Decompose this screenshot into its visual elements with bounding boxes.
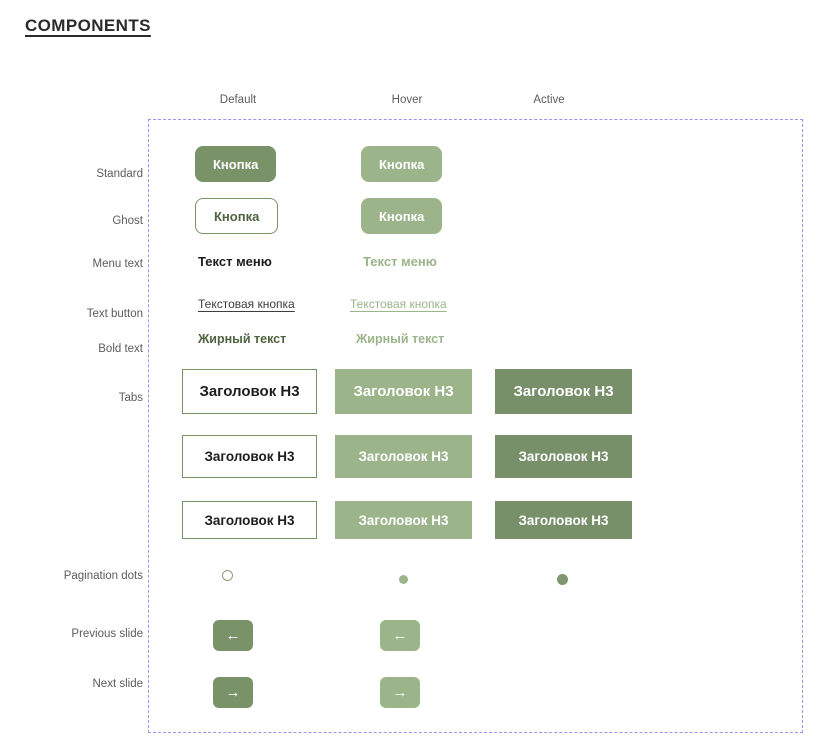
standard-button-default[interactable]: Кнопка: [195, 146, 277, 182]
standard-button-hover[interactable]: Кнопка: [361, 146, 443, 182]
ghost-button-default[interactable]: Кнопка: [195, 198, 279, 234]
bold-text-default: Жирный текст: [198, 332, 287, 346]
pagination-dot-active[interactable]: [557, 574, 568, 585]
component-guide-region: [148, 119, 803, 733]
row-label-column: Standard Ghost Menu text Text button Bol…: [0, 0, 143, 745]
menu-text-default[interactable]: Текст меню: [198, 254, 272, 269]
pagination-dot-default[interactable]: [222, 570, 233, 581]
tab-medium-active[interactable]: Заголовок H3: [495, 435, 632, 478]
pagination-dot-hover[interactable]: [399, 575, 408, 584]
text-button-hover[interactable]: Текстовая кнопка: [350, 297, 447, 311]
menu-text-hover[interactable]: Текст меню: [363, 254, 437, 269]
column-header-hover: Hover: [391, 94, 423, 106]
tab-medium-default[interactable]: Заголовок H3: [182, 435, 317, 478]
row-label-next-slide: Next slide: [92, 678, 144, 690]
tab-large-default[interactable]: Заголовок H3: [182, 369, 317, 414]
next-slide-button-hover[interactable]: →: [380, 677, 420, 708]
row-label-ghost: Ghost: [112, 215, 143, 227]
tab-medium-hover[interactable]: Заголовок H3: [335, 435, 472, 478]
arrow-right-icon: →: [392, 684, 408, 701]
row-label-tabs: Tabs: [118, 392, 143, 404]
arrow-right-icon: →: [225, 684, 241, 701]
column-header-default: Default: [219, 94, 257, 106]
text-button-default[interactable]: Текстовая кнопка: [198, 297, 295, 311]
next-slide-button-default[interactable]: →: [213, 677, 253, 708]
tab-small-default[interactable]: Заголовок H3: [182, 501, 317, 539]
previous-slide-button-hover[interactable]: ←: [380, 620, 420, 651]
row-label-text-button: Text button: [86, 308, 143, 320]
tab-large-hover[interactable]: Заголовок H3: [335, 369, 472, 414]
tab-small-hover[interactable]: Заголовок H3: [335, 501, 472, 539]
arrow-left-icon: ←: [225, 627, 241, 644]
row-label-pagination-dots: Pagination dots: [63, 570, 143, 582]
row-label-menu-text: Menu text: [92, 258, 144, 270]
arrow-left-icon: ←: [392, 627, 408, 644]
ghost-button-hover[interactable]: Кнопка: [361, 198, 443, 234]
tab-large-active[interactable]: Заголовок H3: [495, 369, 632, 414]
row-label-previous-slide: Previous slide: [71, 628, 143, 640]
page-title: COMPONENTS: [25, 16, 151, 35]
column-header-active: Active: [533, 94, 565, 106]
tab-small-active[interactable]: Заголовок H3: [495, 501, 632, 539]
previous-slide-button-default[interactable]: ←: [213, 620, 253, 651]
bold-text-hover: Жирный текст: [356, 332, 445, 346]
row-label-standard: Standard: [96, 168, 143, 180]
row-label-bold-text: Bold text: [98, 343, 143, 355]
